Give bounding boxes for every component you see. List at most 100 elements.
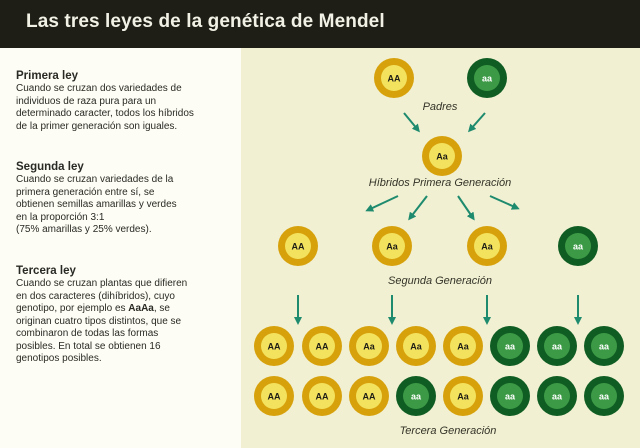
genotype-label: Aa: [410, 342, 422, 352]
law-text-fragment: , se: [153, 303, 170, 314]
law-text-line: combinaron de todas las formas: [16, 328, 159, 339]
law-text-line: Cuando se cruzan dos variedades de: [16, 83, 182, 94]
law-second: Segunda ley Cuando se cruzan variedades …: [16, 160, 234, 237]
genotype-label: aa: [411, 392, 422, 402]
genotype-center: [591, 383, 617, 409]
generation-arrow: [457, 195, 475, 221]
genotype-circle: aa: [537, 326, 577, 366]
genotype-circle: Aa: [443, 326, 483, 366]
law-text-line: posibles. En total se obtienen 16: [16, 340, 161, 352]
genotype-center: [429, 143, 455, 169]
genotype-center: [591, 333, 617, 359]
genotype-label: Aa: [481, 242, 493, 252]
law-first: Primera ley Cuando se cruzan dos varieda…: [16, 69, 234, 133]
genotype-circle: AA: [254, 376, 294, 416]
genotype-center: [450, 333, 476, 359]
genotype-circle: Aa: [467, 226, 507, 266]
generation-arrow: [468, 112, 486, 133]
genotype-label: aa: [573, 242, 584, 252]
genotype-circle: Aa: [443, 376, 483, 416]
law-text-line: genotipo, por ejemplo es AaAa, se: [16, 303, 234, 316]
genotype-center: [403, 383, 429, 409]
generation-arrow: [403, 112, 420, 133]
genotype-center: [379, 233, 405, 259]
genotype-center: [285, 233, 311, 259]
law-text-line: Cuando se cruzan variedades de la: [16, 174, 174, 185]
law-text: Cuando se cruzan dos variedades de indiv…: [16, 83, 234, 133]
genotype-label: AA: [363, 392, 376, 402]
law-text-line: obtienen semillas amarillas y verdes: [16, 199, 177, 210]
genotype-center: [381, 65, 407, 91]
label-parents: Padres: [423, 101, 458, 113]
genotype-circle: AA: [302, 326, 342, 366]
genotype-circle: aa: [584, 326, 624, 366]
genotype-circle: aa: [537, 376, 577, 416]
label-second-generation: Segunda Generación: [388, 275, 492, 287]
law-heading: Segunda ley: [16, 161, 84, 173]
law-text-line: individuos de raza pura para un: [16, 95, 157, 107]
genotype-label: aa: [599, 342, 610, 352]
law-text-line: primera generación entre sí, se: [16, 186, 155, 198]
generation-arrow: [408, 195, 428, 221]
genotype-label: Aa: [457, 342, 469, 352]
genotype-center: [450, 383, 476, 409]
genotype-circle: aa: [467, 58, 507, 98]
page-title: Las tres leyes de la genética de Mendel: [26, 11, 385, 32]
genotype-circle: AA: [349, 376, 389, 416]
genotype-label: AA: [268, 342, 281, 352]
genotype-circle: AA: [278, 226, 318, 266]
genotype-circle: aa: [558, 226, 598, 266]
genotype-center: [497, 383, 523, 409]
arrows: [294, 112, 582, 325]
law-heading: Primera ley: [16, 70, 79, 82]
law-text-line: genotipos posibles.: [16, 353, 102, 364]
title-bar: Las tres leyes de la genética de Mendel: [0, 0, 640, 48]
genotype-circle: Aa: [372, 226, 412, 266]
law-text: Cuando se cruzan plantas que difieren en…: [16, 278, 234, 366]
genotype-label: aa: [552, 392, 563, 402]
genotype-example: AaAa: [128, 303, 154, 314]
genotype-label: aa: [505, 342, 516, 352]
law-text-line: (75% amarillas y 25% verdes).: [16, 224, 152, 235]
law-heading: Tercera ley: [16, 265, 76, 277]
genotype-center: [261, 333, 287, 359]
law-text-line: en dos caracteres (dihíbridos), cuyo: [16, 290, 175, 302]
law-third: Tercera ley Cuando se cruzan plantas que…: [16, 264, 234, 366]
generation-arrow: [489, 195, 520, 210]
genotype-center: [544, 333, 570, 359]
genotype-label: AA: [292, 242, 305, 252]
genotype-center: [474, 233, 500, 259]
genotype-circle: AA: [302, 376, 342, 416]
laws-panel: [0, 48, 241, 448]
genotype-label: AA: [268, 392, 281, 402]
genotype-circle: AA: [254, 326, 294, 366]
genotype-circle: aa: [396, 376, 436, 416]
genotype-label: AA: [316, 392, 329, 402]
genotype-center: [544, 383, 570, 409]
label-third-generation: Tercera Generación: [400, 425, 497, 437]
genotype-circle: Aa: [349, 326, 389, 366]
genotype-label: Aa: [363, 342, 375, 352]
law-text-line: de la primer generación son iguales.: [16, 120, 178, 132]
genotype-label: Aa: [436, 152, 448, 162]
genotype-label: AA: [316, 342, 329, 352]
law-text: Cuando se cruzan variedades de la primer…: [16, 174, 234, 237]
genotype-circle: AA: [374, 58, 414, 98]
genotype-center: [565, 233, 591, 259]
genotype-center: [261, 383, 287, 409]
genotype-center: [356, 333, 382, 359]
law-text-line: en la proporción 3:1: [16, 211, 105, 223]
genotype-center: [309, 333, 335, 359]
genotype-center: [356, 383, 382, 409]
genotype-label: Aa: [386, 242, 398, 252]
genotype-circle: aa: [584, 376, 624, 416]
genotype-center: [474, 65, 500, 91]
law-text-line: Cuando se cruzan plantas que difieren: [16, 278, 188, 289]
genotype-label: AA: [388, 74, 401, 84]
genotype-center: [497, 333, 523, 359]
law-text-fragment: genotipo, por ejemplo es: [16, 303, 129, 314]
genotype-label: aa: [552, 342, 563, 352]
genotype-circle: aa: [490, 326, 530, 366]
